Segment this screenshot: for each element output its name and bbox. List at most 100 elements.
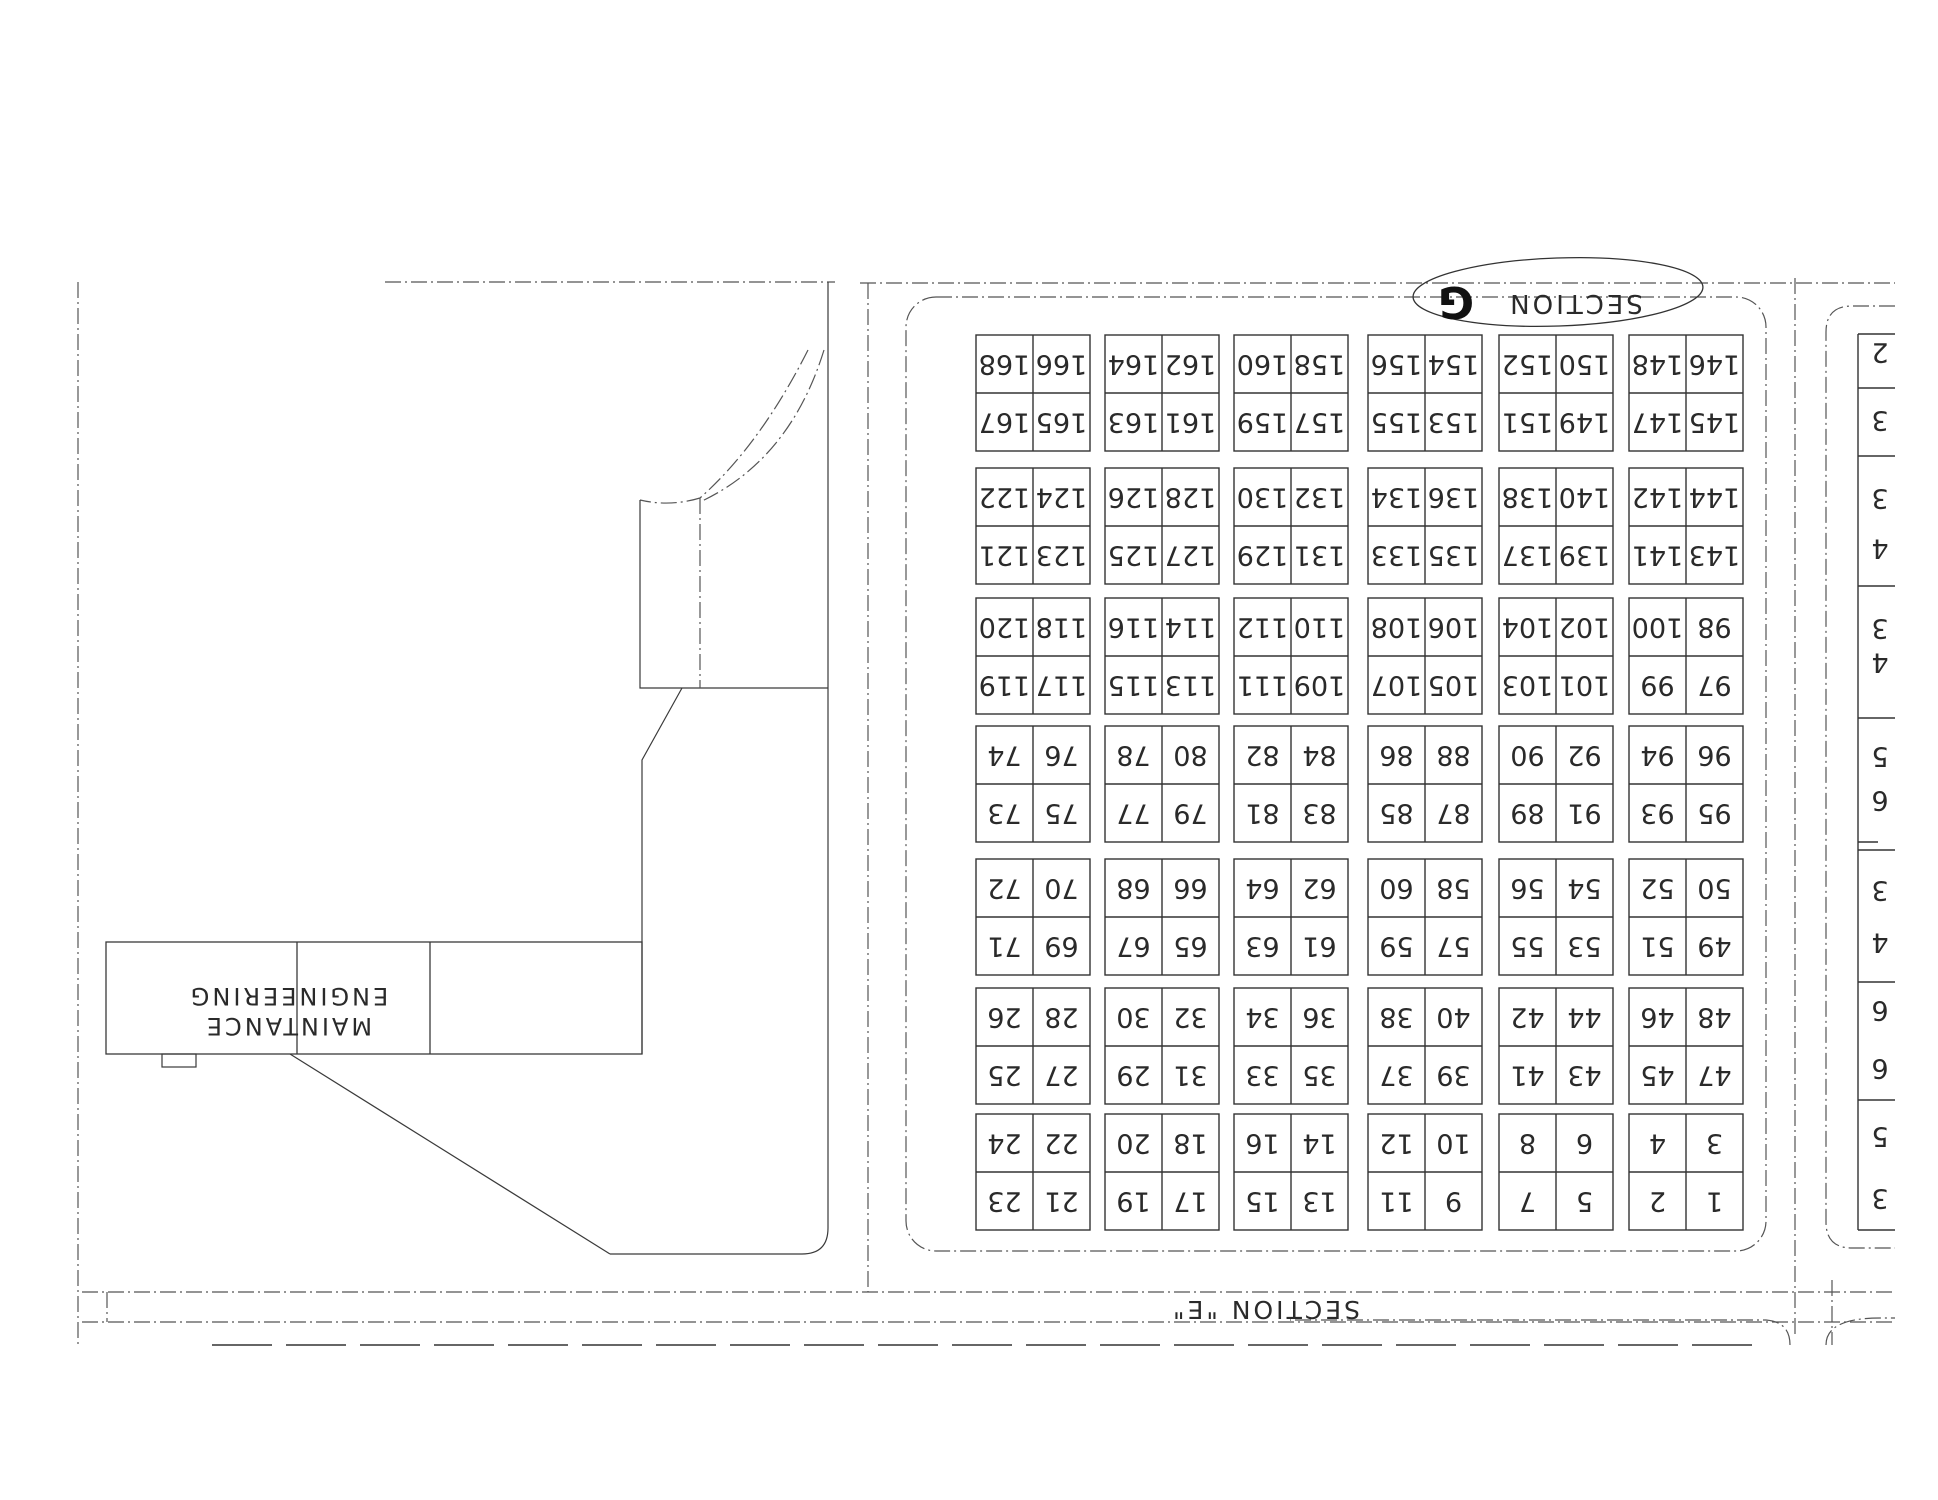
lot-number: 56 xyxy=(1510,873,1544,904)
lot-number: 107 xyxy=(1371,670,1423,701)
lot-number: 44 xyxy=(1567,1002,1601,1033)
lot-number: 132 xyxy=(1294,482,1346,513)
lot-number: 106 xyxy=(1428,612,1480,643)
lot-number: 118 xyxy=(1036,612,1088,643)
lot-number: 128 xyxy=(1165,482,1217,513)
edge-lot-fragment: 4 xyxy=(1871,927,1888,958)
edge-lot-fragment: 2 xyxy=(1871,337,1888,368)
lot-number: 152 xyxy=(1502,349,1554,380)
lot-number: 138 xyxy=(1502,482,1554,513)
lot-number: 20 xyxy=(1116,1128,1150,1159)
lot-number: 79 xyxy=(1173,798,1207,829)
lot-number: 135 xyxy=(1428,540,1480,571)
edge-lot-fragment: 5 xyxy=(1871,741,1888,772)
lot-number: 102 xyxy=(1559,612,1611,643)
lot-number: 151 xyxy=(1502,407,1554,438)
lot-number: 95 xyxy=(1697,798,1731,829)
lot-number: 78 xyxy=(1116,740,1150,771)
lot-number: 140 xyxy=(1559,482,1611,513)
lot-number: 134 xyxy=(1371,482,1423,513)
lot-number: 161 xyxy=(1165,407,1217,438)
edge-lot-fragment: 6 xyxy=(1871,1053,1888,1084)
edge-lot-fragment: 4 xyxy=(1871,647,1888,678)
lot-number: 8 xyxy=(1519,1128,1536,1159)
lot-number: 113 xyxy=(1165,670,1217,701)
lot-number: 38 xyxy=(1379,1002,1413,1033)
lot-number: 7 xyxy=(1519,1186,1536,1217)
lot-number: 142 xyxy=(1632,482,1684,513)
lot-number: 97 xyxy=(1697,670,1731,701)
lot-number: 162 xyxy=(1165,349,1217,380)
lot-number: 160 xyxy=(1237,349,1289,380)
lot-number: 5 xyxy=(1576,1186,1593,1217)
lot-number: 109 xyxy=(1294,670,1346,701)
lot-number: 21 xyxy=(1044,1186,1078,1217)
lot-number: 72 xyxy=(987,873,1021,904)
lot-number: 108 xyxy=(1371,612,1423,643)
lot-number: 127 xyxy=(1165,540,1217,571)
lot-number: 6 xyxy=(1576,1128,1593,1159)
lot-number: 51 xyxy=(1640,931,1674,962)
lot-number: 150 xyxy=(1559,349,1611,380)
lot-number: 75 xyxy=(1044,798,1078,829)
lot-number: 130 xyxy=(1237,482,1289,513)
lot-number: 167 xyxy=(979,407,1031,438)
lot-number: 105 xyxy=(1428,670,1480,701)
lot-number: 145 xyxy=(1689,407,1741,438)
section-g-boundary xyxy=(905,296,1767,1252)
lot-number: 9 xyxy=(1445,1186,1462,1217)
lot-number: 129 xyxy=(1237,540,1289,571)
lot-number: 110 xyxy=(1294,612,1346,643)
lot-number: 149 xyxy=(1559,407,1611,438)
lot-number: 54 xyxy=(1567,873,1601,904)
lot-number: 159 xyxy=(1237,407,1289,438)
lot-number: 31 xyxy=(1173,1060,1207,1091)
lot-number: 24 xyxy=(987,1128,1021,1159)
lot-number: 165 xyxy=(1036,407,1088,438)
lot-block[interactable]: 6 8 5 7 xyxy=(1498,1113,1614,1231)
lot-number: 30 xyxy=(1116,1002,1150,1033)
edge-lot-fragment: 3 xyxy=(1871,613,1888,644)
